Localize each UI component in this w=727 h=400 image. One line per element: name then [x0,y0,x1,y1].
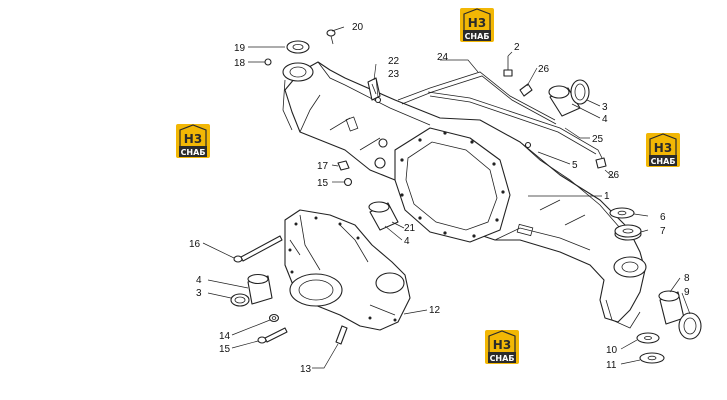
flange-bolts [400,131,505,238]
nut-14 [268,313,280,323]
callout-9: 9 [684,287,690,298]
seal-9 [678,312,702,340]
callout-14: 14 [219,331,231,342]
callout-20: 20 [352,22,364,33]
callout-6: 6 [660,212,666,223]
callout-3-left: 3 [196,288,202,299]
breather-2 [503,56,513,77]
grease-nipple-18 [264,58,272,66]
seal-ring-19 [286,40,310,54]
bushing-4-top [548,85,581,117]
bushing-4-left [247,273,273,305]
callout-17: 17 [317,161,329,172]
carrier-bolts [288,216,397,322]
logo-mark: H3 [654,141,672,155]
callout-3: 3 [602,102,608,113]
brackets-22-23 [367,77,382,104]
leader-lines [202,26,691,369]
callout-12: 12 [429,305,441,316]
washer-11 [639,352,665,364]
fitting-26-top [519,83,533,97]
screw-20 [326,29,336,45]
pin-13 [335,325,348,345]
callout-24: 24 [437,52,449,63]
callout-2: 2 [514,42,520,53]
logo-right: H3 CHAБ [646,133,680,167]
bolt-5 [524,141,532,149]
callout-23: 23 [388,69,400,80]
logo-bottom: H3 CHAБ [485,330,519,364]
bearing-7 [614,224,642,241]
washer-10 [636,332,660,344]
callout-21: 21 [404,223,416,234]
callout-4: 4 [602,114,608,125]
nut-17 [337,160,350,171]
logo-mark: H3 [493,338,511,352]
callout-25: 25 [592,134,604,145]
callout-19: 19 [234,43,246,54]
callout-16: 16 [189,239,201,250]
brake-tube-24 [397,71,557,125]
brake-tube-25 [427,91,603,159]
bolt-16 [233,235,283,263]
logo-top: H3 CHAБ [460,8,494,42]
axle-housing [282,61,647,329]
callout-8: 8 [684,273,690,284]
callout-18: 18 [234,58,246,69]
callout-7: 7 [660,226,666,237]
callout-15: 15 [219,344,231,355]
fitting-26-lower [595,157,607,169]
logo-caption: CHAБ [651,157,676,166]
callout-labels: 1 2 3 4 5 6 7 8 9 10 11 12 13 14 15 16 1… [189,22,690,375]
callout-1: 1 [604,191,610,202]
callout-26: 26 [538,64,550,75]
logo-left: H3 CHAБ [176,124,210,158]
callout-5: 5 [572,160,578,171]
logo-caption: CHAБ [465,32,490,41]
bolt-15 [343,177,353,187]
bushing-8 [658,290,685,325]
bolt-15-lower [257,327,288,344]
callout-15-middle: 15 [317,178,329,189]
logo-caption: CHAБ [181,148,206,157]
seal-3-top [570,79,590,105]
callout-22: 22 [388,56,400,67]
bushing-21 [368,201,399,231]
callout-4-middle: 4 [404,236,410,247]
callout-13: 13 [300,364,312,375]
logo-mark: H3 [468,16,486,30]
callout-11: 11 [606,360,617,371]
logo-mark: H3 [184,132,202,146]
callout-10: 10 [606,345,618,356]
differential-carrier [284,209,411,331]
logo-caption: CHAБ [490,354,515,363]
callout-26-lower: 26 [608,170,620,181]
washer-6 [609,207,635,219]
callout-4-left: 4 [196,275,202,286]
seal-3-left [230,293,250,307]
